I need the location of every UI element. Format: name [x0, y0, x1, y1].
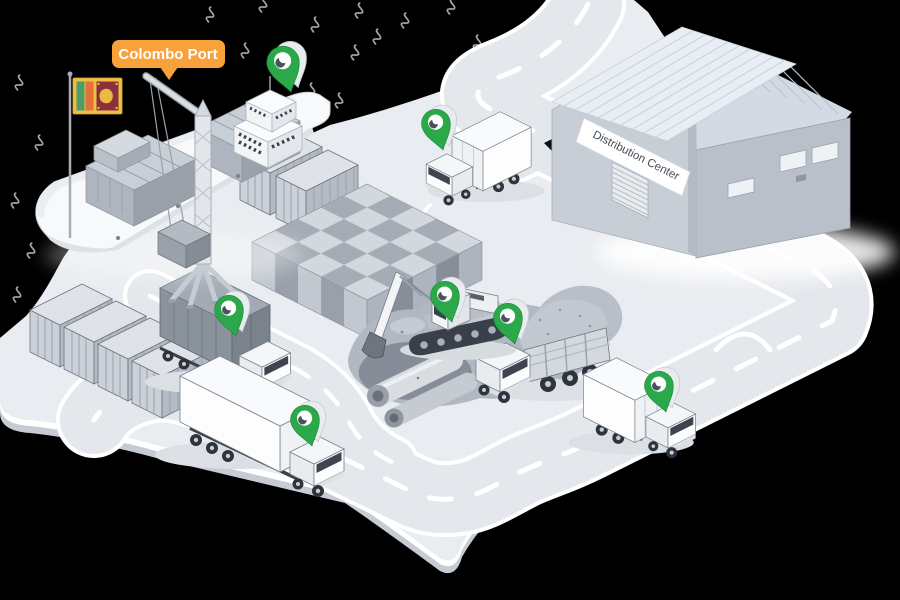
vent	[796, 174, 806, 182]
hanging-container	[157, 219, 211, 269]
lion-emblem	[99, 88, 113, 104]
pipe	[367, 349, 463, 407]
excavator	[361, 271, 516, 360]
quay-bollards	[116, 174, 240, 240]
window	[779, 149, 807, 173]
window	[811, 141, 839, 165]
port-crane	[142, 72, 240, 309]
distribution-center: Distribution Center	[551, 26, 895, 280]
sri-lanka-flag	[67, 71, 123, 238]
window	[727, 177, 755, 199]
ship-superstructure	[233, 76, 303, 169]
pipe	[384, 372, 478, 428]
port-badge: Colombo Port	[112, 40, 225, 80]
excavator-bucket	[361, 331, 387, 359]
dump-truck	[475, 285, 623, 404]
building-banner	[575, 117, 691, 197]
port-badge-label: Colombo Port	[118, 46, 217, 63]
